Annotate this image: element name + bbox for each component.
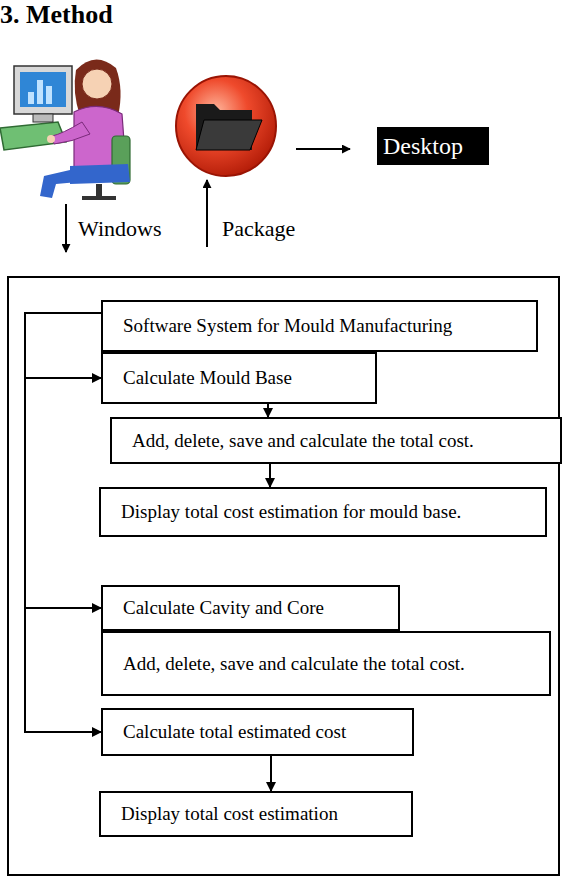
flow-connector (25, 313, 101, 378)
arrow-label: Windows (78, 216, 161, 242)
box-text: Calculate Cavity and Core (123, 597, 324, 619)
flow-connector (25, 313, 101, 608)
diagram-title: 3. Method (0, 0, 113, 30)
package-icon (176, 76, 276, 176)
process-box: Display total cost estimation (99, 791, 413, 837)
flow-connector (269, 464, 271, 487)
process-box: Software System for Mould Manufacturing (101, 300, 538, 352)
box-text: Calculate total estimated cost (123, 721, 346, 743)
user-illustration (0, 59, 130, 200)
windows-arrow (65, 204, 67, 252)
system-frame (8, 277, 559, 875)
process-box: Add, delete, save and calculate the tota… (101, 631, 551, 696)
package-arrow (206, 180, 208, 247)
box-text: Display total cost estimation for mould … (121, 501, 461, 523)
process-box: Calculate total estimated cost (101, 708, 414, 756)
box-text: Display total cost estimation (121, 803, 338, 825)
box-text: Add, delete, save and calculate the tota… (132, 430, 474, 452)
flow-connector (25, 313, 101, 732)
process-box: Display total cost estimation for mould … (99, 487, 547, 537)
box-text: Software System for Mould Manufacturing (123, 315, 452, 337)
box-text: Calculate Mould Base (123, 367, 292, 389)
process-box: Calculate Cavity and Core (101, 585, 400, 631)
process-box: Calculate Mould Base (101, 352, 377, 404)
process-box: Add, delete, save and calculate the tota… (110, 417, 562, 464)
destination-box: Desktop (377, 127, 489, 165)
box-text: Desktop (383, 133, 463, 160)
flow-connector (270, 756, 272, 791)
box-text: Add, delete, save and calculate the tota… (123, 653, 465, 675)
flow-connector (267, 404, 269, 417)
arrow-label: Package (222, 216, 295, 242)
desktop-arrow (296, 148, 350, 150)
